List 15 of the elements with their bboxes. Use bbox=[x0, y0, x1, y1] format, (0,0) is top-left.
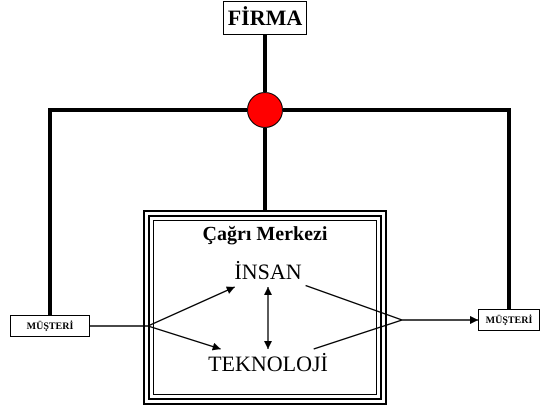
connector-line bbox=[263, 35, 267, 92]
entity-box: MÜŞTERİ bbox=[478, 309, 540, 331]
arrow bbox=[264, 287, 272, 349]
group-frame bbox=[143, 210, 387, 405]
node-label: İNSAN bbox=[230, 257, 306, 287]
arrow bbox=[314, 316, 478, 350]
node-label: TEKNOLOJİ bbox=[204, 349, 332, 379]
entity-box: FİRMA bbox=[223, 1, 307, 35]
connector-line bbox=[263, 128, 267, 210]
arrow bbox=[90, 325, 221, 350]
group-title: Çağrı Merkezi bbox=[202, 223, 328, 246]
entity-box: MÜŞTERİ bbox=[10, 315, 90, 337]
connector-line bbox=[283, 108, 511, 309]
junction-circle bbox=[247, 92, 283, 128]
connector-line bbox=[48, 108, 247, 315]
